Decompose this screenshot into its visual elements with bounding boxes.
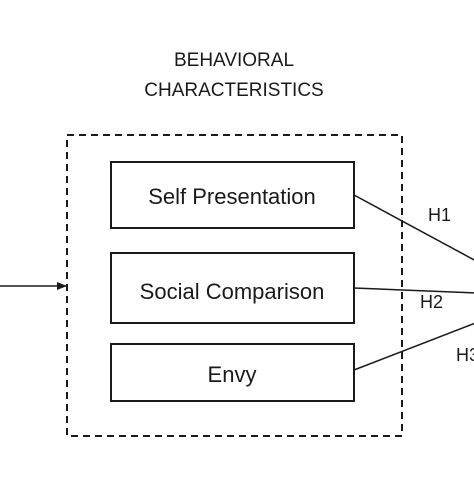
construct-label: Envy bbox=[208, 362, 257, 387]
construct-envy: Envy bbox=[110, 343, 355, 402]
construct-label: Social Comparison bbox=[140, 279, 325, 304]
group-title-line-2: CHARACTERISTICS bbox=[144, 80, 323, 101]
hypothesis-path-h3 bbox=[353, 322, 474, 371]
construct-label: Self Presentation bbox=[148, 184, 316, 209]
hypothesis-path-h2 bbox=[353, 287, 474, 294]
hypothesis-label-h1: H1 bbox=[428, 205, 451, 225]
construct-box bbox=[110, 252, 355, 324]
group-title-line-1: BEHAVIORAL bbox=[174, 50, 294, 71]
construct-box bbox=[110, 343, 355, 402]
hypothesis-path-h1 bbox=[353, 194, 474, 261]
construct-social-comparison: Social Comparison bbox=[110, 252, 355, 324]
hypothesis-label-h3: H3 bbox=[456, 345, 474, 365]
hypothesis-label-h2: H2 bbox=[420, 292, 443, 312]
construct-self-presentation: Self Presentation bbox=[110, 161, 355, 229]
behavioral-characteristics-group bbox=[66, 134, 403, 437]
